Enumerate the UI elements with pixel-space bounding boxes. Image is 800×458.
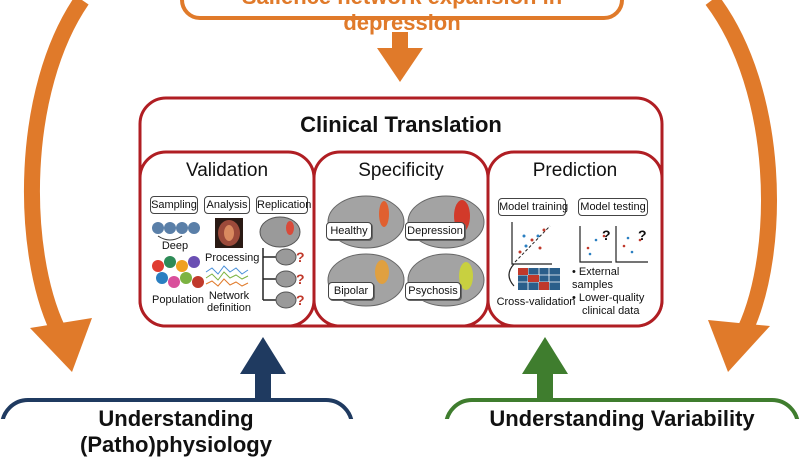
top-banner-text: Salience network expansion in depression bbox=[242, 0, 562, 35]
bottom-right-text: Understanding Variability bbox=[489, 406, 755, 431]
green-up-arrow bbox=[522, 337, 568, 374]
label-network-definition: Network definition bbox=[206, 290, 252, 314]
prediction-title: Prediction bbox=[532, 160, 618, 181]
testing-scatters: ? ? bbox=[579, 226, 648, 263]
tag-replication: Replication bbox=[256, 196, 311, 214]
svg-text:?: ? bbox=[296, 249, 305, 265]
left-curved-arrow bbox=[24, 0, 89, 334]
tag-healthy: Healthy bbox=[326, 222, 372, 240]
svg-text:?: ? bbox=[638, 227, 647, 243]
navy-up-arrow bbox=[240, 337, 286, 374]
tag-depression: Depression bbox=[405, 222, 465, 240]
right-arrowhead bbox=[708, 320, 770, 372]
svg-text:?: ? bbox=[296, 292, 305, 308]
top-banner-box bbox=[180, 0, 624, 20]
label-population: Population bbox=[152, 294, 204, 306]
svg-text:?: ? bbox=[602, 227, 611, 243]
replication-brains: ? ? ? bbox=[259, 216, 305, 309]
bullet-item: • External samples bbox=[572, 266, 620, 291]
diagram-canvas: ? ? ? ? bbox=[0, 0, 800, 419]
clinical-translation-title: Clinical Translation bbox=[300, 112, 502, 137]
label-processing: Processing bbox=[205, 252, 260, 264]
label-cross-validation: Cross-validation bbox=[496, 296, 576, 308]
bullet-item: • Lower-quality clinical data bbox=[572, 292, 645, 317]
deep-sampling-heads bbox=[152, 222, 200, 241]
right-curved-arrow bbox=[705, 0, 777, 334]
validation-title: Validation bbox=[185, 160, 269, 181]
network-timeseries bbox=[205, 265, 249, 287]
tag-bipolar: Bipolar bbox=[328, 282, 374, 300]
bottom-left-box bbox=[0, 398, 354, 419]
tag-sampling: Sampling bbox=[150, 196, 198, 214]
population-heads bbox=[152, 256, 204, 288]
cross-validation-grid bbox=[508, 263, 560, 290]
testing-bullets: • External samples • Lower-quality clini… bbox=[572, 266, 660, 318]
tag-psychosis: Psychosis bbox=[405, 282, 461, 300]
left-arrowhead bbox=[30, 318, 92, 372]
training-scatter bbox=[511, 222, 552, 265]
down-arrow bbox=[377, 48, 423, 82]
tag-model-testing: Model testing bbox=[578, 198, 648, 216]
tag-analysis: Analysis bbox=[204, 196, 250, 214]
specificity-title: Specificity bbox=[358, 160, 444, 181]
label-deep: Deep bbox=[161, 240, 189, 252]
tag-model-training: Model training bbox=[498, 198, 568, 216]
bottom-right-box bbox=[444, 398, 800, 419]
svg-text:?: ? bbox=[296, 271, 305, 287]
bottom-left-text: Understanding (Patho)physiology bbox=[80, 406, 272, 457]
